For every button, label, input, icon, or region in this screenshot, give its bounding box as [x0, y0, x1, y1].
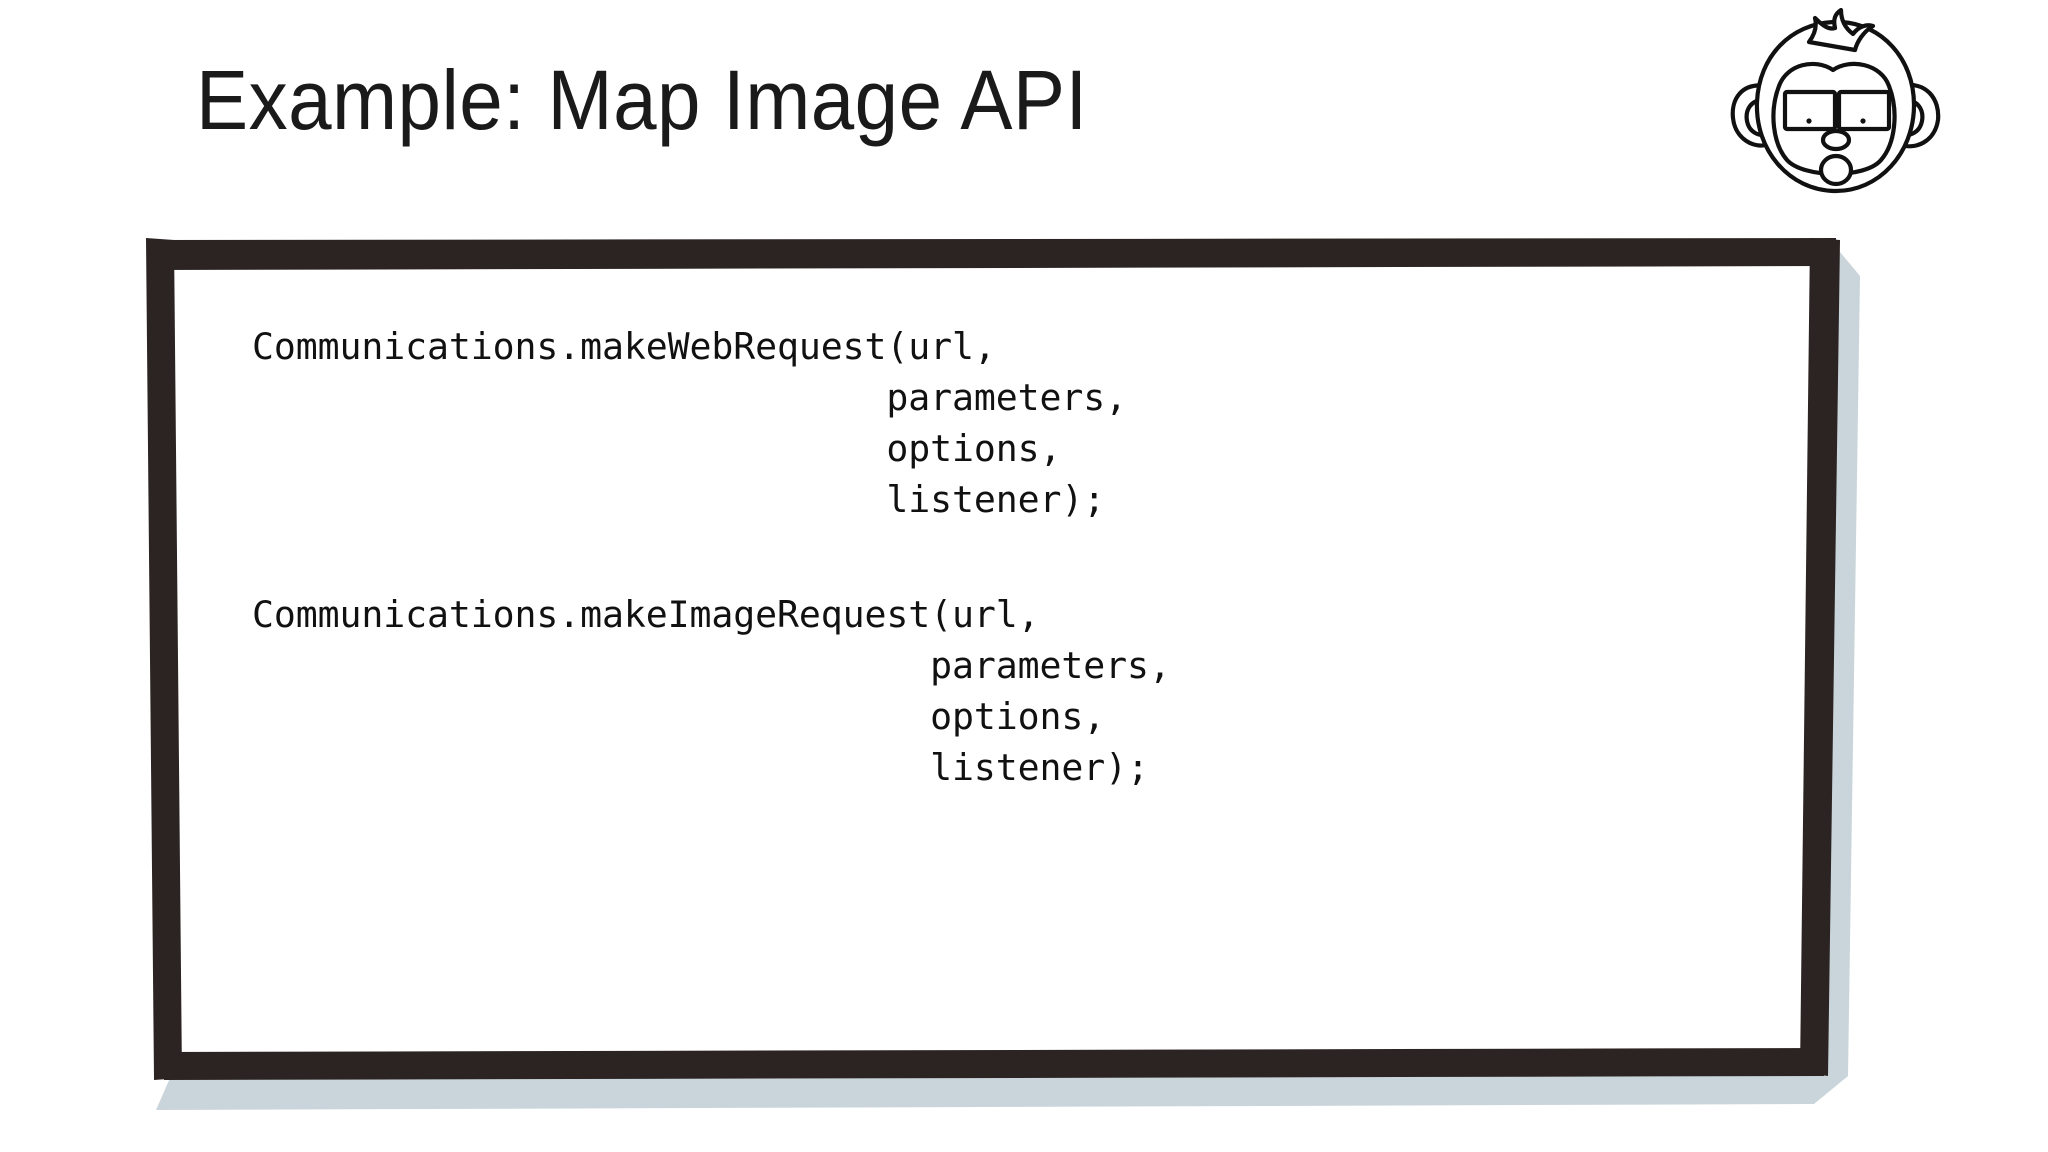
frame-fill — [156, 242, 1838, 1078]
code-block-make-web-request: Communications.makeWebRequest(url, param… — [252, 324, 1127, 521]
code-content: Communications.makeWebRequest(url, param… — [252, 284, 1788, 1047]
monkey-face-logo — [1729, 8, 1944, 203]
code-block-make-image-request: Communications.makeImageRequest(url, par… — [252, 592, 1171, 789]
frame-stroke — [146, 238, 1840, 1080]
page-title: Example: Map Image API — [196, 53, 1088, 147]
frame-border-drawing — [146, 238, 1860, 1110]
monkey-face-icon — [1730, 8, 1941, 194]
hand-drawn-code-frame: Communications.makeWebRequest(url, param… — [146, 238, 1860, 1110]
